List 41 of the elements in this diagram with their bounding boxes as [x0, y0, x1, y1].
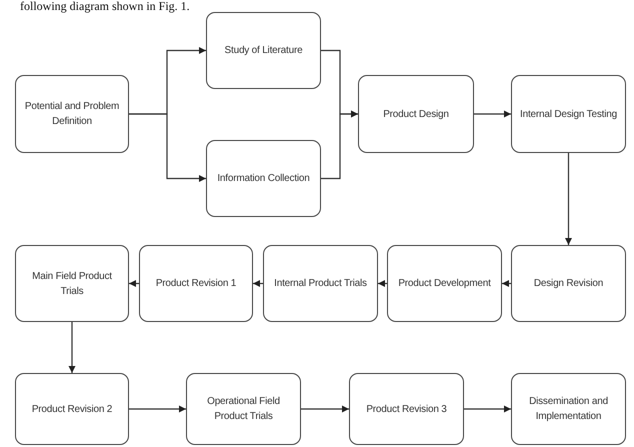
arrow [129, 113, 206, 182]
step-label: Operational Field Product Trials [206, 395, 281, 424]
step-label: Product Design [383, 108, 449, 122]
process-box [349, 373, 464, 445]
arrow [129, 280, 139, 287]
process-box [186, 373, 301, 445]
process-box [358, 75, 474, 153]
process-box [15, 75, 129, 153]
arrow [378, 280, 387, 287]
process-box [511, 75, 626, 153]
process-box [206, 12, 321, 89]
arrow [565, 153, 572, 245]
step-label: Internal Design Testing [520, 108, 617, 122]
arrow [253, 280, 263, 287]
process-box [387, 245, 502, 322]
process-box [206, 140, 321, 217]
process-box [15, 373, 129, 445]
process-box [511, 373, 626, 445]
step-label: Main Field Product Trials [31, 270, 113, 298]
step-label: Potential and Problem Definition [24, 100, 120, 129]
arrow [474, 110, 511, 118]
caption-text: following diagram shown in Fig. 1. [20, 0, 190, 13]
step-label: Internal Product Trials [274, 277, 367, 291]
process-box [511, 245, 626, 322]
step-label: Design Revision [534, 277, 604, 291]
process-box [139, 245, 253, 322]
step-label: Dissemination and Implementation [528, 395, 609, 424]
step-label: Product Revision 2 [32, 402, 112, 416]
arrow [301, 406, 349, 412]
step-label: Information Collection [217, 172, 310, 186]
step-label: Product Development [398, 277, 491, 291]
process-box [15, 245, 129, 322]
step-label: Product Revision 1 [156, 277, 236, 291]
step-label: Study of Literature [224, 44, 302, 58]
arrow [464, 406, 511, 412]
arrow [68, 322, 76, 373]
arrow [129, 406, 186, 412]
arrow [321, 110, 358, 180]
arrow [502, 280, 511, 287]
step-label: Product Revision 3 [366, 402, 447, 416]
process-box [263, 245, 378, 322]
